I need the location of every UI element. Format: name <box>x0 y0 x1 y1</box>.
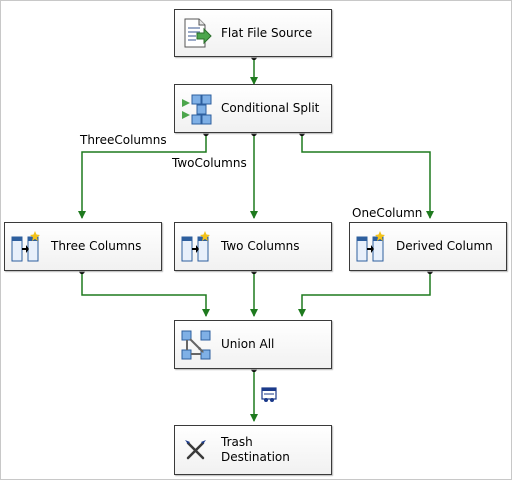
path-threecolumns[interactable] <box>78 133 207 219</box>
path-label-threecolumns: ThreeColumns <box>80 133 167 147</box>
node-label: Three Columns <box>51 239 142 253</box>
derived-column-icon <box>179 230 213 264</box>
path-derived-to-union[interactable] <box>298 271 431 317</box>
node-label: Conditional Split <box>221 101 320 115</box>
path-label-onecolumn: OneColumn <box>352 206 423 220</box>
node-label: Two Columns <box>221 239 300 253</box>
derived-column-icon <box>9 230 43 264</box>
trash-destination-icon <box>179 433 213 467</box>
node-label: Union All <box>221 337 275 351</box>
path-three-to-union[interactable] <box>81 271 210 317</box>
union-all-node[interactable]: Union All <box>174 320 332 369</box>
node-label-line2: Destination <box>221 450 290 464</box>
data-viewer-icon[interactable] <box>261 387 277 402</box>
node-label-line1: Trash <box>221 435 253 449</box>
two-columns-node[interactable]: Two Columns <box>174 222 332 271</box>
conditional-split-node[interactable]: Conditional Split <box>174 84 332 133</box>
derived-column-node[interactable]: Derived Column <box>349 222 507 271</box>
conditional-split-icon <box>179 92 213 126</box>
flat-file-source-icon <box>179 16 213 50</box>
trash-destination-node[interactable]: Trash Destination <box>174 425 332 475</box>
union-all-icon <box>179 328 213 362</box>
derived-column-icon <box>354 230 388 264</box>
node-label: Flat File Source <box>221 25 313 40</box>
flat-file-source-node[interactable]: Flat File Source <box>174 9 332 57</box>
node-label: Trash Destination <box>213 435 290 465</box>
path-onecolumn[interactable] <box>301 133 434 219</box>
path-label-twocolumns: TwoColumns <box>172 156 247 170</box>
node-label: Derived Column <box>396 239 493 253</box>
three-columns-node[interactable]: Three Columns <box>4 222 162 271</box>
